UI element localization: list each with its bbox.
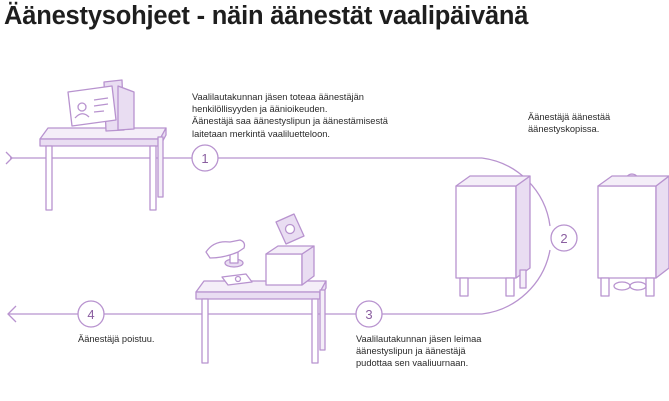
ballot-box-stamp-icon: [196, 214, 326, 363]
table-id-card-icon: [40, 80, 166, 210]
step-2-line: äänestyskopissa.: [528, 123, 610, 135]
step-number-2: 2: [560, 231, 567, 246]
step-3-line: pudottaa sen vaaliuurnaan.: [356, 357, 481, 369]
step-3-line: äänestyslipun ja äänestäjä: [356, 345, 481, 357]
step-marker-4: 4: [78, 301, 104, 327]
step-marker-3: 3: [356, 301, 382, 327]
step-number-1: 1: [201, 151, 208, 166]
step-marker-2: 2: [551, 225, 577, 251]
step-1-line: Vaalilautakunnan jäsen toteaa äänestäjän: [192, 91, 388, 103]
step-4-line: Äänestäjä poistuu.: [78, 333, 155, 345]
step-1-line: henkilöllisyyden ja äänioikeuden.: [192, 103, 388, 115]
step-number-3: 3: [365, 307, 372, 322]
step-3-line: Vaalilautakunnan jäsen leimaa: [356, 333, 481, 345]
step-1-line: Äänestäjä saa äänestyslipun ja äänestämi…: [192, 115, 388, 127]
step-2-line: Äänestäjä äänestää: [528, 111, 610, 123]
step-2-caption: Äänestäjä äänestää äänestyskopissa.: [528, 111, 610, 135]
step-marker-1: 1: [192, 145, 218, 171]
step-3-caption: Vaalilautakunnan jäsen leimaa äänestysli…: [356, 333, 481, 370]
step-1-caption: Vaalilautakunnan jäsen toteaa äänestäjän…: [192, 91, 388, 140]
step-4-caption: Äänestäjä poistuu.: [78, 333, 155, 345]
step-number-4: 4: [87, 307, 94, 322]
step-1-line: laitetaan merkintä vaaliluetteloon.: [192, 128, 388, 140]
